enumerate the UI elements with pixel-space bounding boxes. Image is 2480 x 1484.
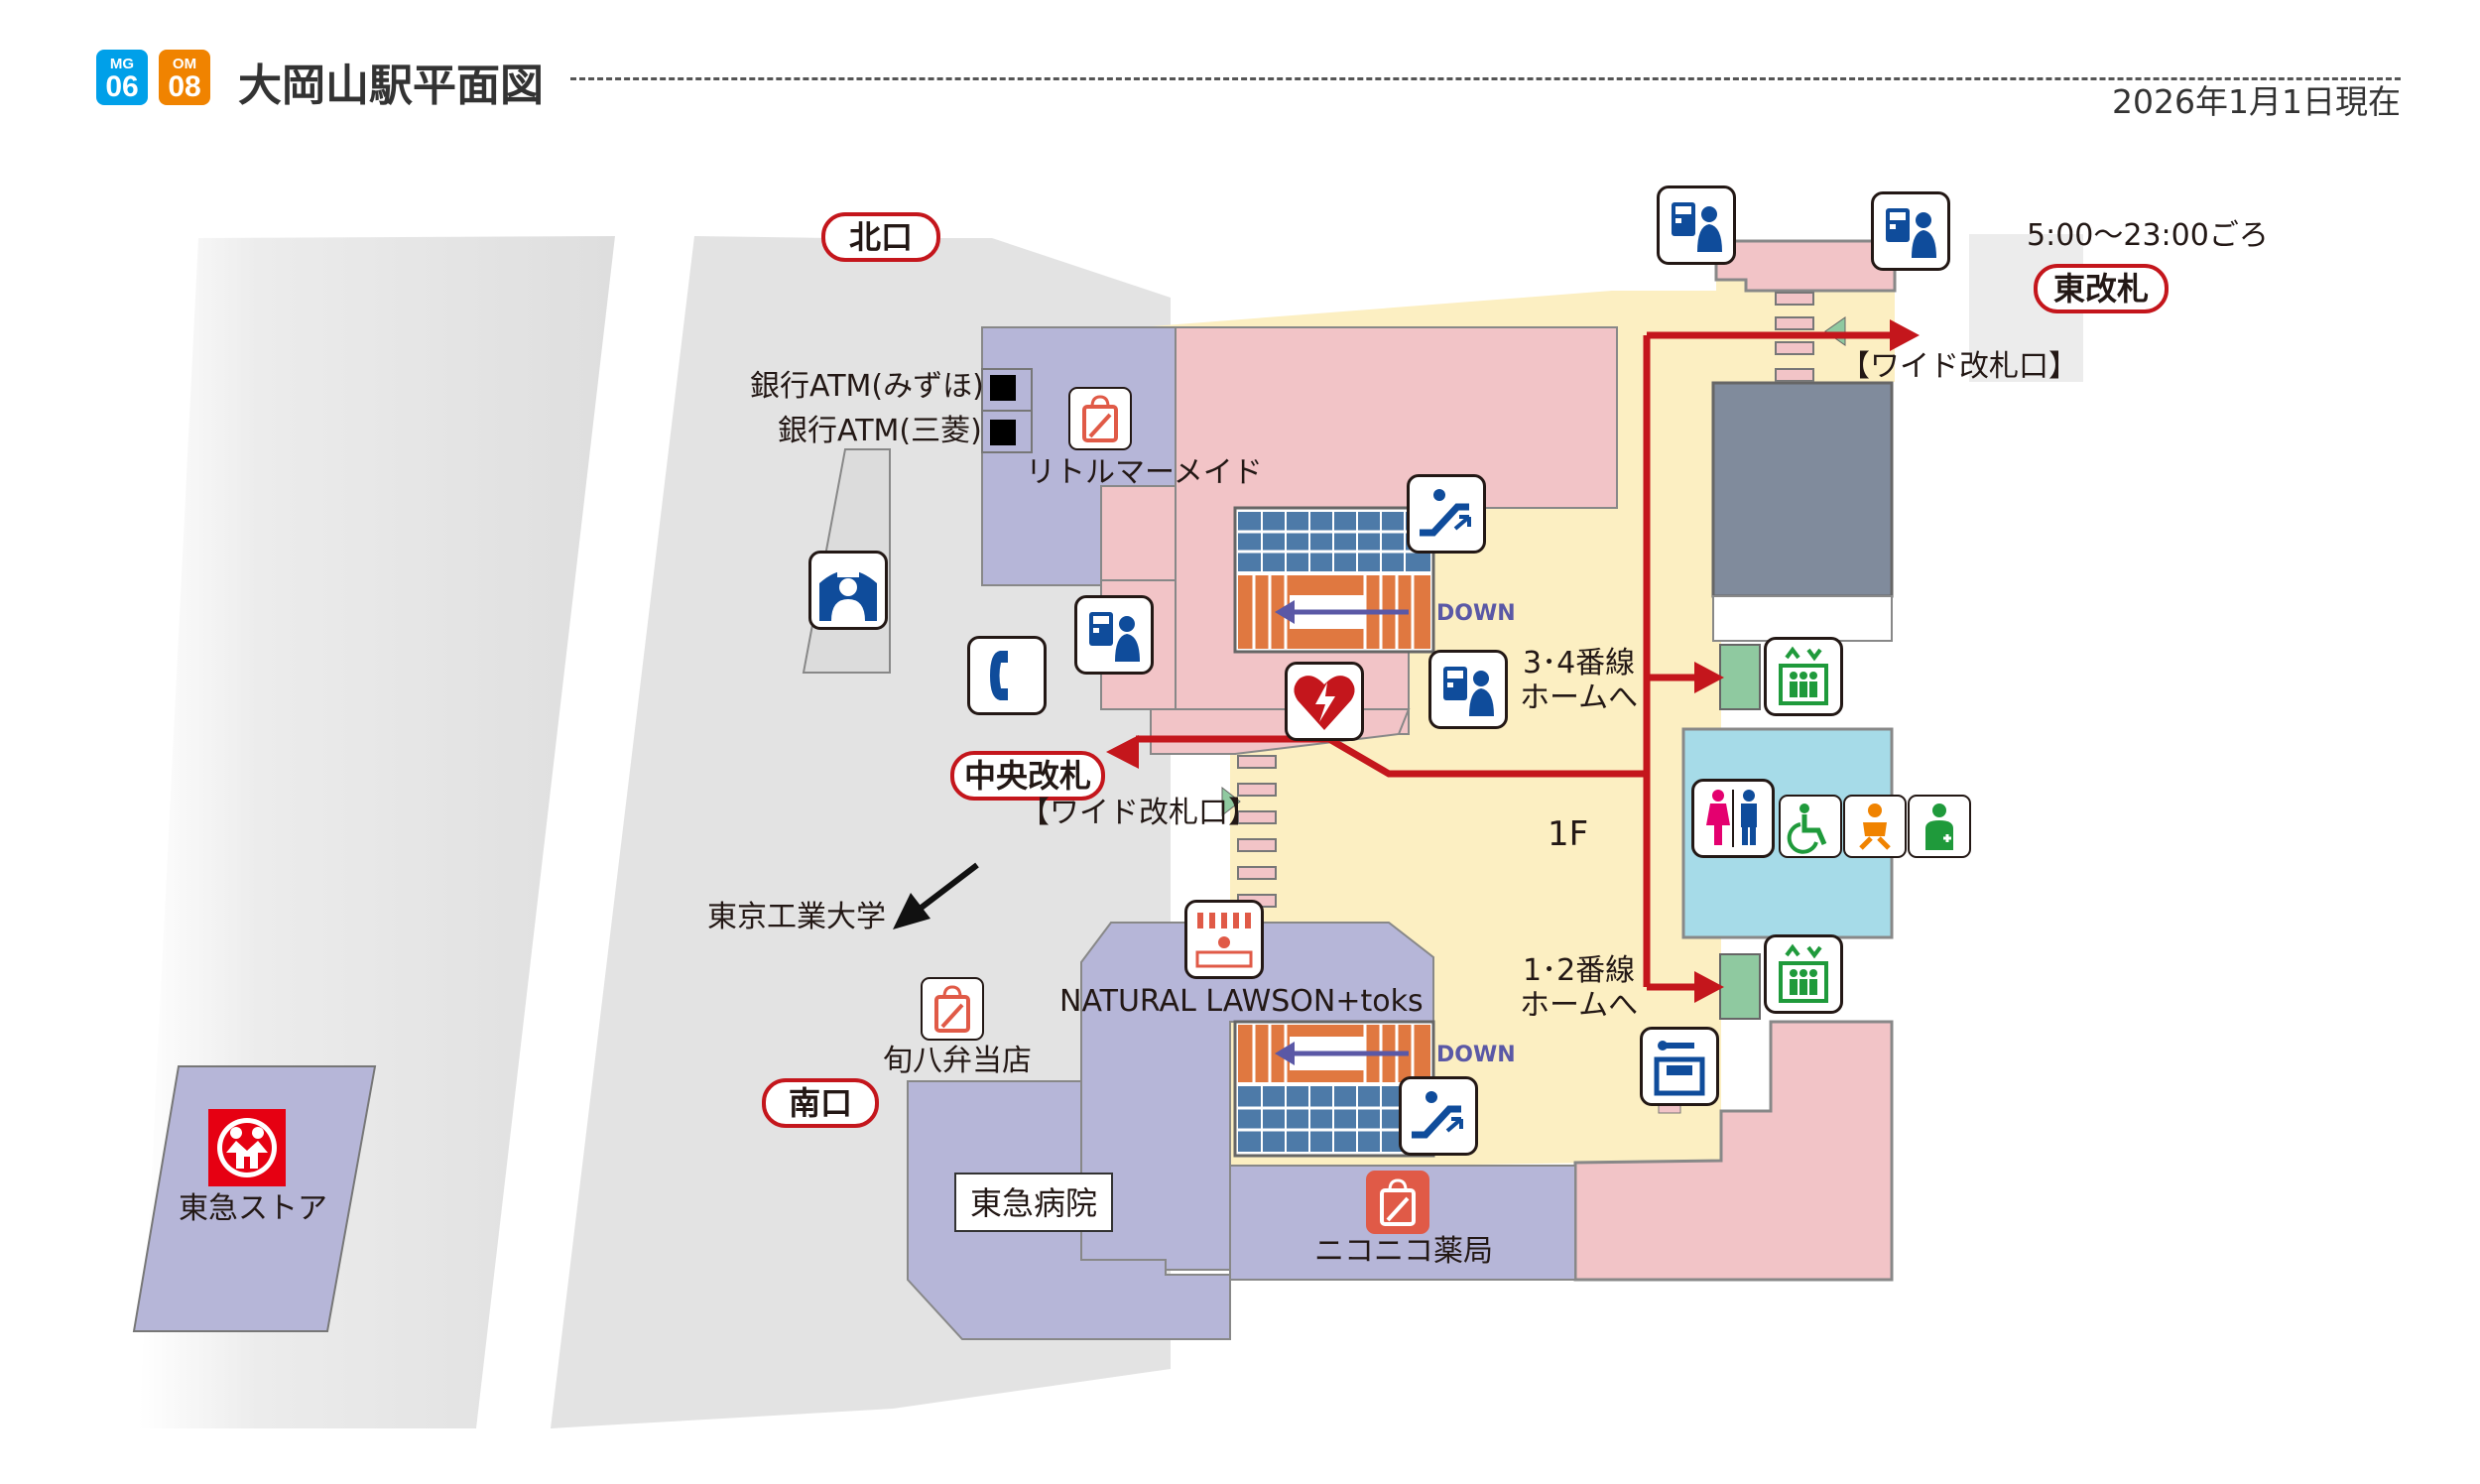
- tokyu-store-label: 東急ストア: [179, 1191, 327, 1226]
- ticket-machine-icon: [1428, 650, 1508, 729]
- shop-icon: [1068, 387, 1132, 450]
- elevator-icon: [1764, 637, 1843, 716]
- as-of-date: 2026年1月1日現在: [2112, 82, 2401, 121]
- convenience-store-icon: [1184, 900, 1264, 979]
- badge-mg-num: 06: [105, 70, 139, 103]
- university-direction-arrow: [893, 862, 979, 929]
- wall-block-east: [1711, 381, 1894, 598]
- platform-34-line2: ホームへ: [1520, 680, 1639, 715]
- page-title: 大岡山駅平面図: [238, 61, 544, 111]
- east-gate-label: 東改札: [2034, 264, 2169, 313]
- wide-gate-marker-central: [1221, 786, 1241, 817]
- hospital-label: 東急病院: [954, 1173, 1113, 1232]
- telephone-icon: [967, 636, 1047, 715]
- little-mermaid-label: リトルマーメイド: [1026, 455, 1263, 490]
- south-exit-label: 南口: [762, 1078, 879, 1128]
- wall-block-gap: [1712, 595, 1893, 642]
- shop-icon: [1366, 1171, 1429, 1234]
- platform-12-line1: 1･2番線: [1523, 953, 1636, 988]
- east-ticket-gates: [1775, 292, 1814, 382]
- ostomate-icon: [1908, 795, 1971, 858]
- badge-mg-line: MG: [109, 56, 135, 72]
- east-gate-hours: 5:00〜23:00ごろ: [2027, 218, 2269, 253]
- accessible-restroom-icon: [1779, 795, 1842, 858]
- central-ticket-gates: [1237, 755, 1277, 908]
- wide-gate-central-label: 【ワイド改札口】: [1020, 796, 1258, 830]
- escalator-down-label-bottom: DOWN: [1436, 1043, 1516, 1067]
- elevator-icon: [1764, 934, 1843, 1014]
- badge-om08: OM 08: [159, 50, 210, 105]
- atm-mizuho-label: 銀行ATM(みずほ): [750, 369, 984, 404]
- shop-block-southeast: [1573, 1020, 1894, 1282]
- elevator-box-south: [1719, 953, 1761, 1020]
- title-divider: [570, 77, 2401, 80]
- escalator-icon: [1407, 474, 1486, 554]
- elevator-box-north: [1719, 644, 1761, 710]
- badge-mg06: MG 06: [96, 50, 148, 105]
- central-gate-label: 中央改札: [950, 751, 1105, 801]
- shunpachi-label: 旬八弁当店: [883, 1044, 1032, 1078]
- ticket-machine-icon: [1074, 595, 1154, 675]
- coin-locker-icon: [1640, 1027, 1719, 1106]
- tokyu-store-building: [132, 1065, 377, 1332]
- aed-icon: [1285, 662, 1364, 741]
- ticket-machine-icon: [1871, 191, 1950, 271]
- tokyu-store-logo: [208, 1109, 286, 1186]
- platform-34-line1: 3･4番線: [1523, 646, 1636, 680]
- ticket-machine-icon: [1657, 186, 1736, 265]
- atm-mufg-marker: [990, 420, 1016, 445]
- escalator-icon: [1399, 1076, 1478, 1156]
- shop-bay-1: [1100, 485, 1177, 581]
- route-arrowheads: [1106, 319, 1920, 1003]
- atm-mufg-label: 銀行ATM(三菱): [778, 414, 982, 448]
- university-direction-label: 東京工業大学: [707, 900, 886, 934]
- wide-gate-east-label: 【ワイド改札口】: [1840, 349, 2078, 384]
- north-exit-label: 北口: [821, 212, 940, 262]
- shop-icon: [921, 977, 984, 1041]
- police-box-icon: [808, 551, 888, 630]
- floor-label: 1F: [1548, 814, 1589, 854]
- badge-om-line: OM: [172, 56, 197, 72]
- badge-om-num: 08: [168, 70, 201, 103]
- restroom-icon: [1691, 779, 1775, 858]
- natural-lawson-label: NATURAL LAWSON+toks: [1059, 984, 1424, 1019]
- escalator-grid-top: [1233, 506, 1435, 654]
- escalator-down-label-top: DOWN: [1436, 601, 1516, 626]
- platform-12-line2: ホームへ: [1520, 988, 1639, 1023]
- baby-care-icon: [1843, 795, 1907, 858]
- atm-mizuho-marker: [990, 375, 1016, 401]
- niconico-label: ニコニコ薬局: [1314, 1234, 1493, 1269]
